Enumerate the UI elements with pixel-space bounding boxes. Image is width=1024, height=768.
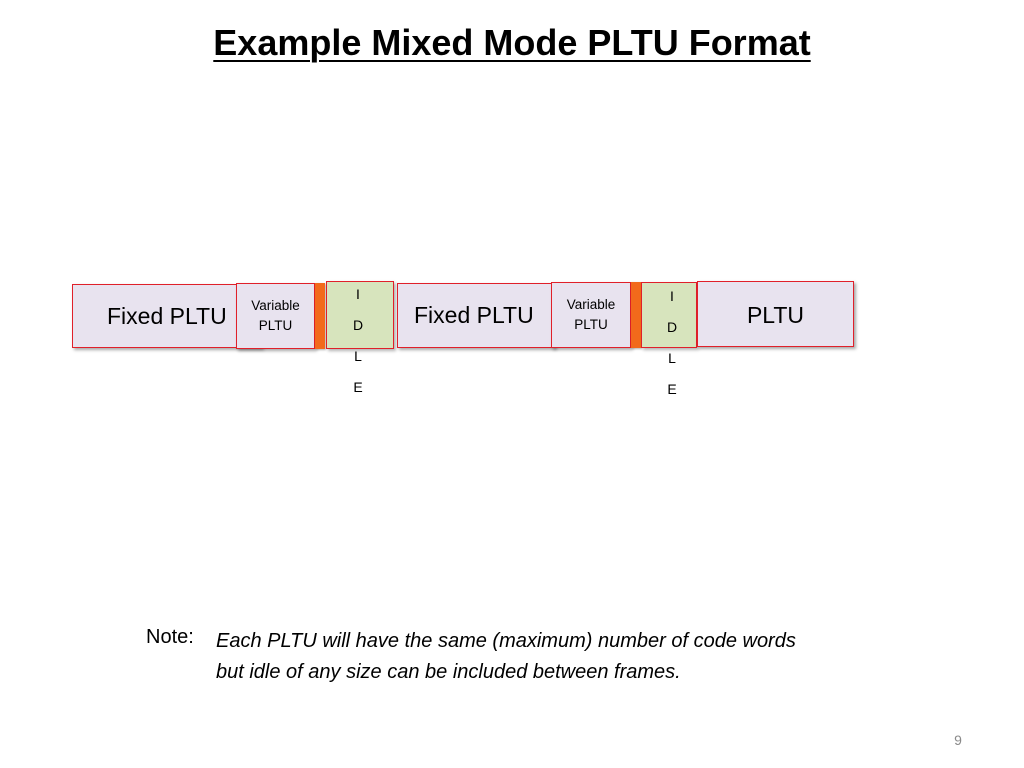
fixed-pltu-frame-2: Fixed PLTU [397, 283, 555, 348]
idle-letter: E [353, 379, 363, 395]
idle-letter: L [668, 350, 676, 366]
idle-letter: I [356, 286, 360, 302]
pltu-frame-3: PLTU [697, 281, 854, 347]
idle-letter: L [354, 348, 362, 364]
pltu-label-3: PLTU [746, 302, 805, 328]
variable-pltu-label-1a: Variable [251, 298, 300, 313]
fixed-pltu-label-2: Fixed PLTU [414, 302, 534, 328]
idle-letter: E [667, 381, 677, 397]
frame-separator-2 [631, 282, 641, 348]
note-line-2: but idle of any size can be included bet… [216, 661, 681, 683]
idle-letters-2: I D L E [652, 281, 692, 405]
note-text: Each PLTU will have the same (maximum) n… [216, 626, 916, 688]
variable-pltu-label-2b: PLTU [574, 317, 608, 332]
frame-separator-1 [315, 283, 325, 349]
note-label: Note: [146, 626, 194, 648]
idle-letters-1: I D L E [338, 279, 378, 403]
idle-letter: D [666, 319, 678, 335]
idle-letter: D [352, 317, 364, 333]
variable-pltu-frame-1: Variable PLTU [236, 283, 315, 349]
page-number: 9 [954, 732, 962, 748]
idle-block-2 [641, 282, 697, 348]
idle-letter: I [670, 288, 674, 304]
slide-title: Example Mixed Mode PLTU Format [213, 22, 811, 63]
variable-pltu-frame-2: Variable PLTU [551, 282, 631, 348]
fixed-pltu-label-1: Fixed PLTU [107, 302, 227, 329]
variable-pltu-label-1b: PLTU [258, 318, 293, 333]
variable-pltu-label-2a: Variable [566, 297, 616, 312]
idle-block-1 [326, 281, 394, 349]
fixed-pltu-frame-1: Fixed PLTU [72, 284, 262, 348]
note-line-1: Each PLTU will have the same (maximum) n… [216, 630, 796, 652]
